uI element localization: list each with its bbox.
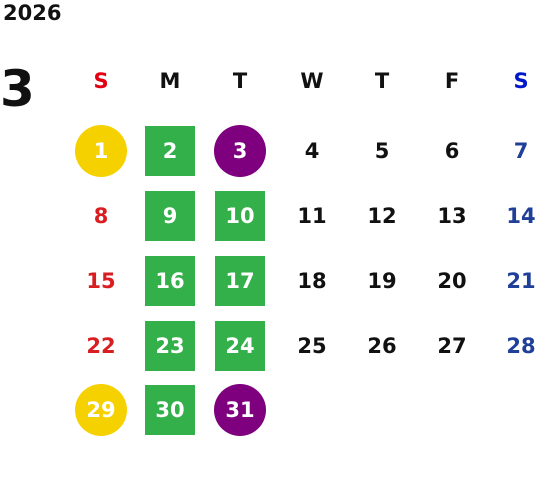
calendar-day-number: 29 <box>86 397 116 422</box>
calendar-day-number: 9 <box>162 203 178 228</box>
calendar-day-number: 7 <box>513 138 529 163</box>
calendar-day[interactable]: 23 <box>145 321 195 371</box>
calendar-day[interactable]: 24 <box>215 321 265 371</box>
calendar-day-number: 25 <box>297 333 327 358</box>
calendar-day[interactable]: 16 <box>145 256 195 306</box>
calendar-day[interactable]: 2 <box>145 126 195 176</box>
calendar-day-number: 13 <box>437 203 467 228</box>
calendar-day-number: 10 <box>225 203 255 228</box>
calendar-day[interactable]: 5 <box>356 125 408 177</box>
calendar-day[interactable]: 8 <box>75 190 127 242</box>
weekday-label: W <box>300 68 324 93</box>
calendar-day[interactable]: 31 <box>214 384 266 436</box>
calendar-day-number: 4 <box>304 138 320 163</box>
calendar-day[interactable]: 28 <box>495 320 547 372</box>
calendar-day-number: 26 <box>367 333 397 358</box>
calendar-year: 2026 <box>3 1 62 25</box>
calendar-day-number: 16 <box>155 268 185 293</box>
calendar-day[interactable]: 26 <box>356 320 408 372</box>
weekday-label: F <box>444 68 460 93</box>
calendar-day[interactable]: 19 <box>356 255 408 307</box>
calendar-day-number: 17 <box>225 268 255 293</box>
weekday-label: S <box>93 68 109 93</box>
calendar-day[interactable]: 20 <box>426 255 478 307</box>
calendar-day[interactable]: 1 <box>75 125 127 177</box>
calendar-day[interactable]: 4 <box>286 125 338 177</box>
calendar-day-number: 28 <box>506 333 536 358</box>
calendar-day-number: 14 <box>506 203 536 228</box>
calendar-day[interactable]: 22 <box>75 320 127 372</box>
calendar-day-number: 2 <box>162 138 178 163</box>
calendar-day-number: 20 <box>437 268 467 293</box>
calendar-day[interactable]: 3 <box>214 125 266 177</box>
calendar-day[interactable]: 27 <box>426 320 478 372</box>
calendar-day-number: 23 <box>155 333 185 358</box>
calendar-day[interactable]: 21 <box>495 255 547 307</box>
calendar-day[interactable]: 12 <box>356 190 408 242</box>
calendar-day[interactable]: 30 <box>145 385 195 435</box>
calendar-day-number: 15 <box>86 268 116 293</box>
calendar-day-number: 24 <box>225 333 255 358</box>
calendar-day[interactable]: 9 <box>145 191 195 241</box>
calendar-day[interactable]: 10 <box>215 191 265 241</box>
calendar-day-number: 1 <box>93 138 109 163</box>
calendar-day-number: 21 <box>506 268 536 293</box>
calendar-day[interactable]: 18 <box>286 255 338 307</box>
calendar-day[interactable]: 17 <box>215 256 265 306</box>
calendar-day[interactable]: 13 <box>426 190 478 242</box>
weekday-label: S <box>513 68 529 93</box>
calendar-day-number: 6 <box>444 138 460 163</box>
calendar-day-number: 3 <box>232 138 248 163</box>
calendar-day-number: 22 <box>86 333 116 358</box>
calendar-day[interactable]: 11 <box>286 190 338 242</box>
calendar-day-number: 12 <box>367 203 397 228</box>
calendar-day-number: 19 <box>367 268 397 293</box>
calendar-day[interactable]: 14 <box>495 190 547 242</box>
calendar-day-number: 5 <box>374 138 390 163</box>
weekday-label: T <box>374 68 390 93</box>
weekday-label: T <box>232 68 248 93</box>
calendar-day-number: 27 <box>437 333 467 358</box>
calendar-day[interactable]: 6 <box>426 125 478 177</box>
calendar-day-number: 31 <box>225 397 255 422</box>
calendar-day[interactable]: 25 <box>286 320 338 372</box>
calendar-day[interactable]: 7 <box>495 125 547 177</box>
calendar-day[interactable]: 29 <box>75 384 127 436</box>
weekday-label: M <box>159 68 181 93</box>
calendar-day-number: 11 <box>297 203 327 228</box>
calendar-day-number: 8 <box>93 203 109 228</box>
calendar-day[interactable]: 15 <box>75 255 127 307</box>
calendar-month: 3 <box>0 60 35 118</box>
calendar-day-number: 30 <box>155 397 185 422</box>
calendar-day-number: 18 <box>297 268 327 293</box>
